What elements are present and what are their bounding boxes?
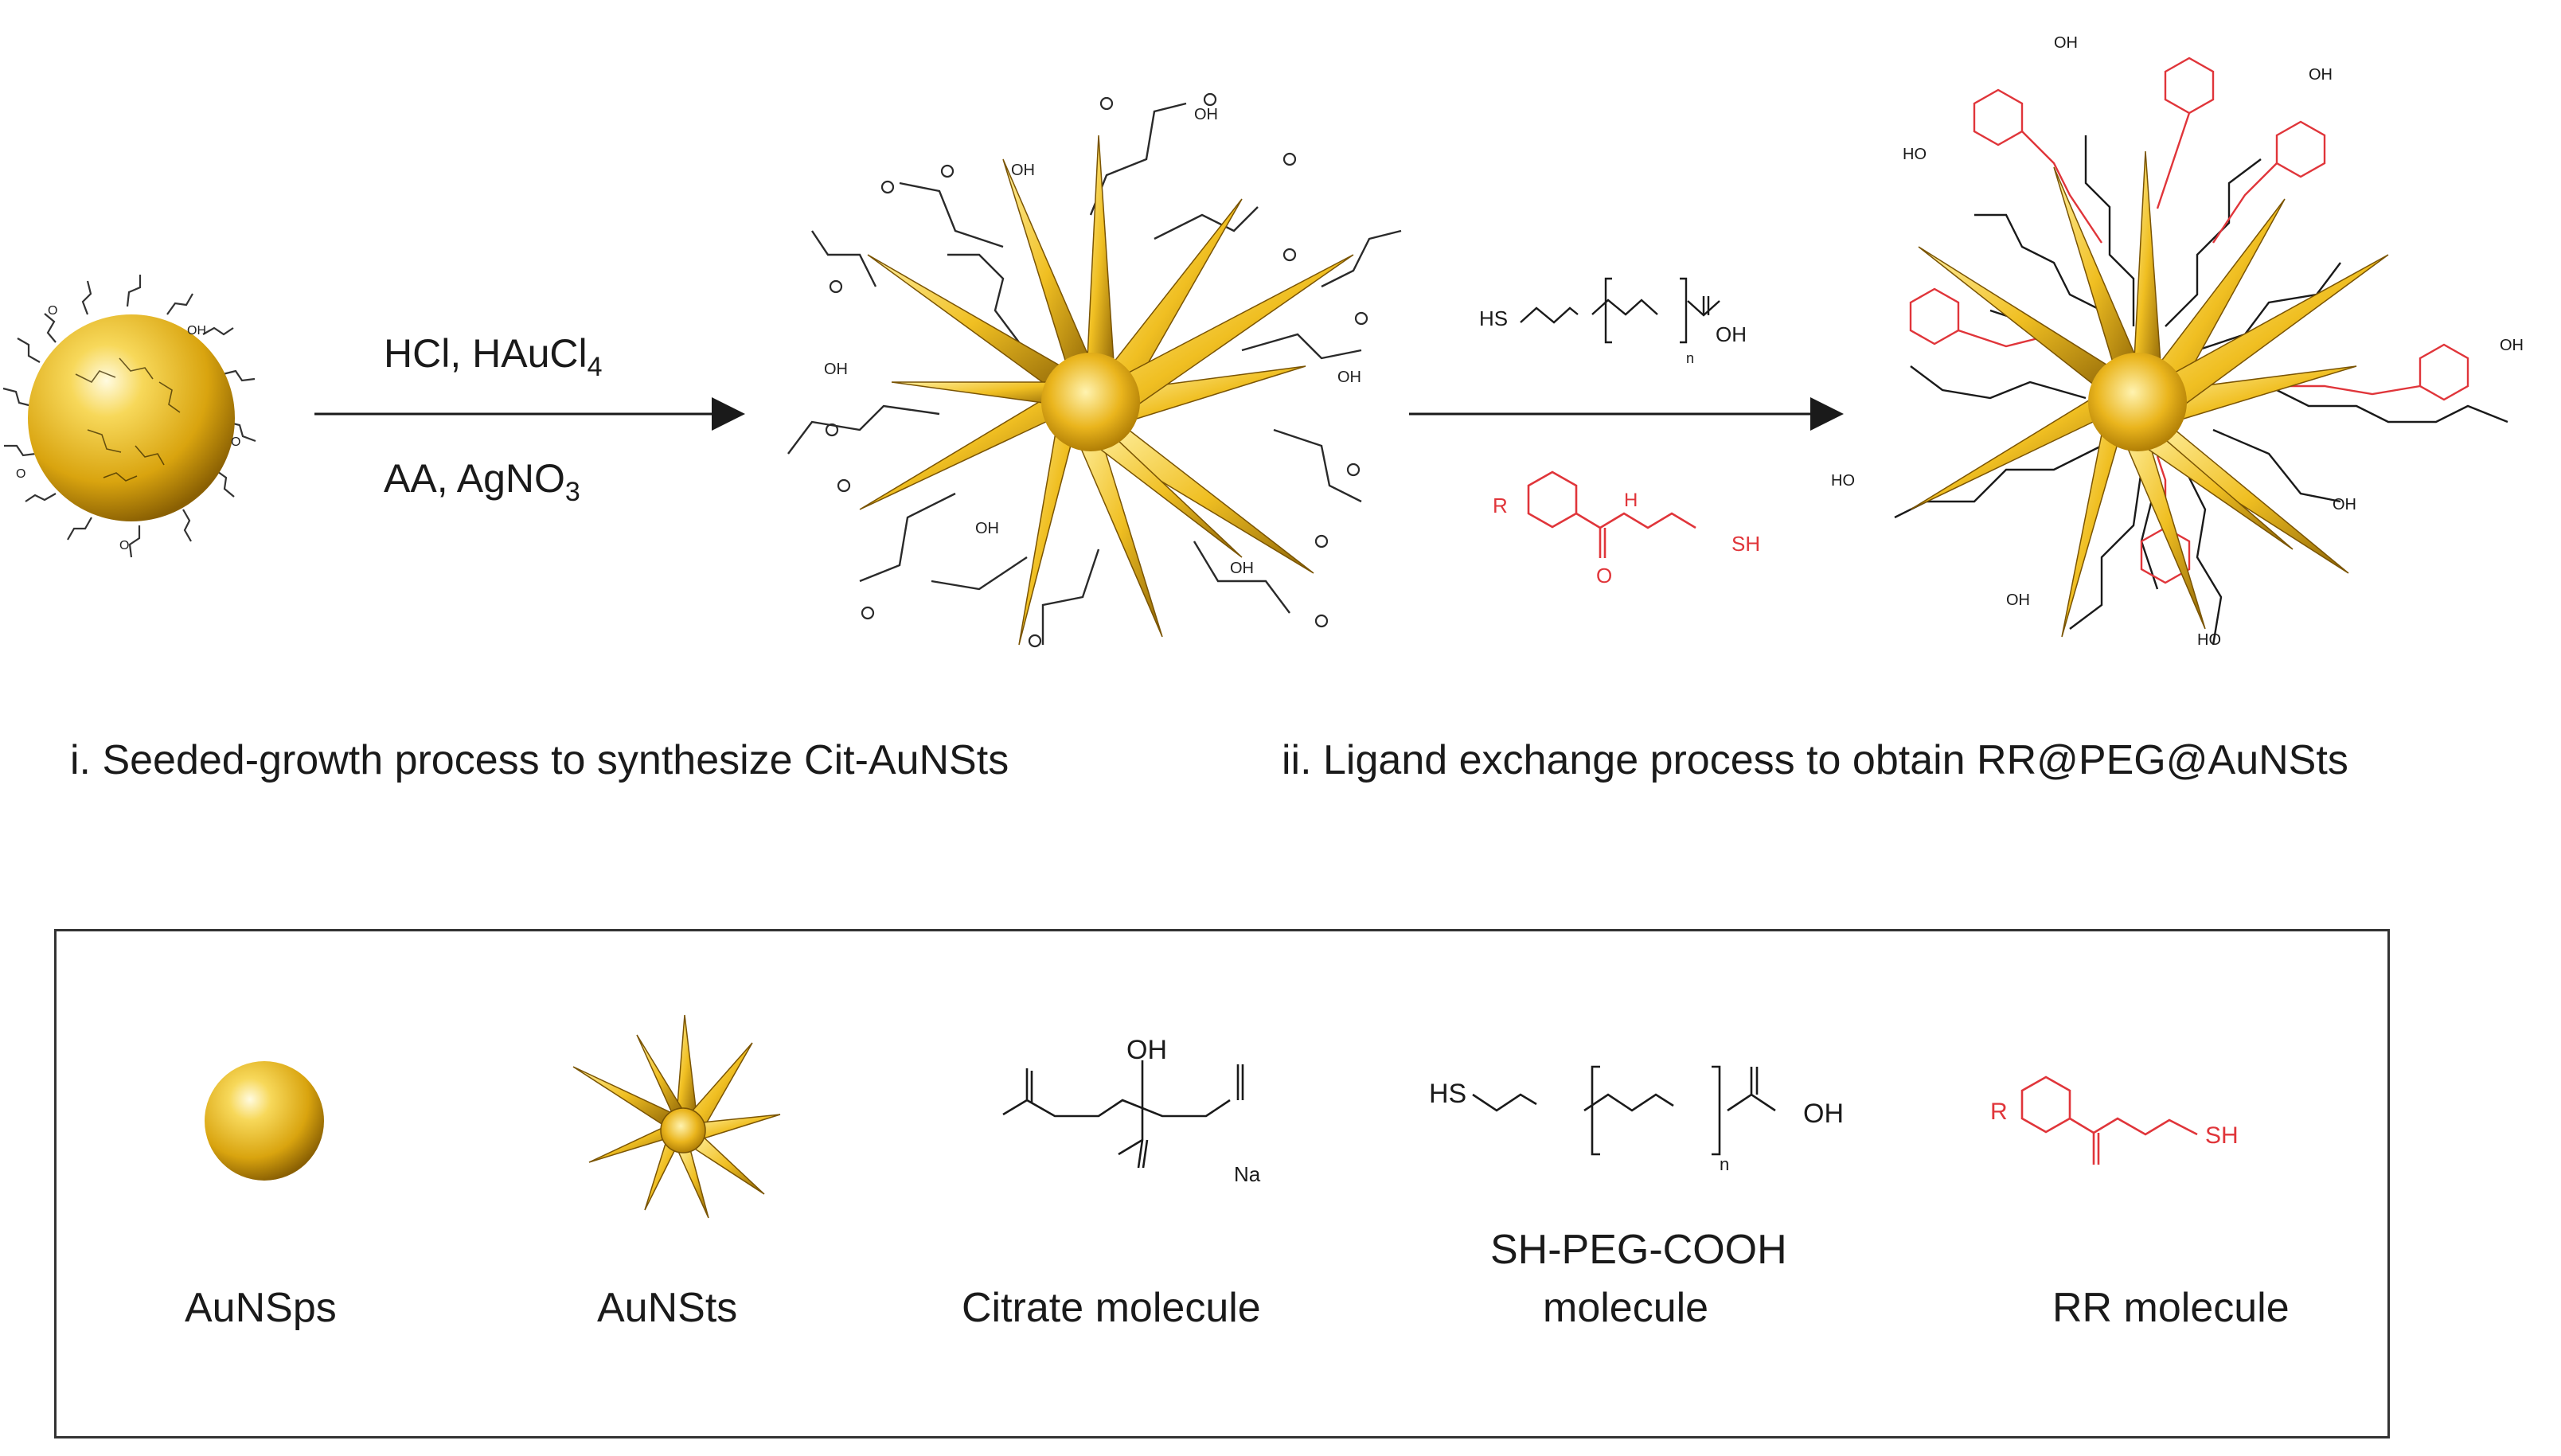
sh-peg-cooh-reagent <box>1520 277 1720 344</box>
svg-text:O: O <box>48 304 57 318</box>
peg-oh-label: OH <box>1716 322 1747 346</box>
caption-step-2: ii. Ligand exchange process to obtain RR… <box>1282 737 2348 783</box>
svg-text:OH: OH <box>1230 560 1254 577</box>
svg-text:OH: OH <box>975 520 999 537</box>
nanostar-core <box>1041 353 1140 451</box>
svg-text:OH: OH <box>2309 66 2333 84</box>
seed-ligand-shell <box>2 275 256 558</box>
svg-text:O: O <box>16 467 25 481</box>
legend-label-rr: RR molecule <box>2052 1285 2290 1331</box>
svg-text:OH: OH <box>1011 162 1035 179</box>
legend-citrate-oh: OH <box>1126 1035 1167 1065</box>
citrate-ligands <box>787 102 1402 645</box>
legend-label-peg-line2: molecule <box>1543 1285 1709 1331</box>
aunsp-seed-with-citrate: OH O O O O <box>2 275 256 558</box>
legend-peg-oh: OH <box>1803 1099 1844 1129</box>
legend-rr-sh: SH <box>2205 1122 2239 1149</box>
legend-label-aunsps: AuNSps <box>185 1285 337 1331</box>
svg-text:OH: OH <box>2006 591 2030 609</box>
rr-o-label: O <box>1596 564 1613 587</box>
legend-peg-n: n <box>1720 1154 1730 1174</box>
legend-rr-r: R <box>1990 1099 2008 1125</box>
caption-step-1: i. Seeded-growth process to synthesize C… <box>70 737 1009 783</box>
svg-text:OH: OH <box>1194 106 1218 123</box>
legend-label-aunsts: AuNSts <box>597 1285 738 1331</box>
seed-sphere <box>28 314 235 521</box>
reagent-line-2: AA, AgNO3 <box>384 456 580 507</box>
svg-text:HO: HO <box>1903 146 1927 163</box>
svg-text:OH: OH <box>2500 337 2524 354</box>
svg-text:OH: OH <box>1337 369 1361 386</box>
rr-peg-core <box>2088 353 2187 451</box>
nanostar-spikes <box>859 135 1354 646</box>
rr-sh-label: SH <box>1731 532 1761 556</box>
legend-label-peg-line1: SH-PEG-COOH <box>1490 1227 1787 1273</box>
svg-text:O: O <box>231 435 240 449</box>
legend-citrate-structure <box>1002 1060 1244 1169</box>
peg-sh-label: HS <box>1479 306 1509 330</box>
svg-text:O: O <box>119 539 129 552</box>
legend-citrate-na: Na <box>1234 1162 1261 1186</box>
rr-reagent <box>1527 470 1696 558</box>
svg-text:OH: OH <box>2333 496 2356 513</box>
svg-text:HO: HO <box>1831 472 1855 490</box>
rr-peg-aunst: HO OH OH OH HO OH HO OH <box>1831 34 2524 649</box>
svg-text:OH: OH <box>824 361 848 378</box>
svg-text:OH: OH <box>2054 34 2078 52</box>
legend-peg-structure <box>1472 1065 1776 1156</box>
legend-rr-structure <box>2020 1075 2198 1165</box>
legend-aunst-icon <box>572 1014 781 1219</box>
legend-label-citrate: Citrate molecule <box>962 1285 1261 1331</box>
rr-nh-label: H <box>1624 490 1638 511</box>
rr-r-label: R <box>1493 494 1508 517</box>
svg-text:HO: HO <box>2197 631 2221 649</box>
peg-n-label: n <box>1686 350 1695 366</box>
legend-peg-hs: HS <box>1429 1079 1467 1109</box>
svg-text:OH: OH <box>187 324 206 338</box>
reagent-line-1: HCl, HAuCl4 <box>384 331 603 382</box>
seed-surface-ligands <box>75 357 181 482</box>
legend-aunsp-icon <box>205 1061 324 1181</box>
legend-icons <box>205 1014 2198 1219</box>
rr-peg-spikes <box>1910 150 2389 638</box>
legend-box <box>54 929 2390 1438</box>
cit-aunst: OH OH OH OH OH OH <box>787 92 1402 648</box>
rr-ligands <box>1909 57 2469 584</box>
